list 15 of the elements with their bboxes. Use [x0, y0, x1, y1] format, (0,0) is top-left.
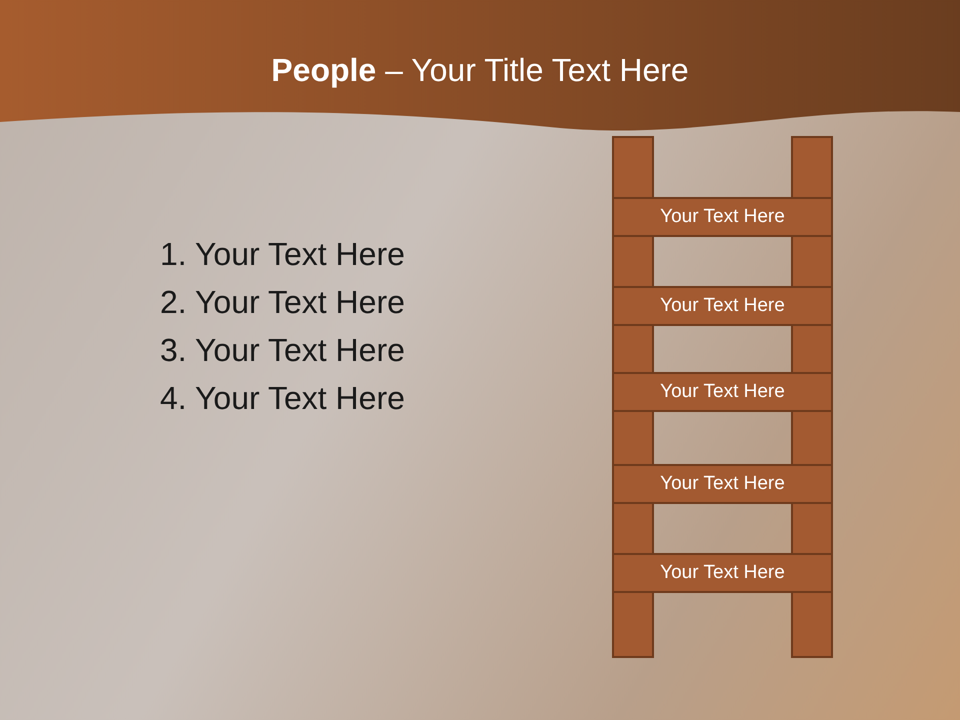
ladder-rung [612, 553, 833, 593]
rung-text: Your Text Here [660, 381, 785, 403]
ladder-rung [612, 286, 833, 326]
list-item: 2. Your Text Here [160, 284, 405, 321]
ladder-rung [612, 197, 833, 237]
rung-text: Your Text Here [660, 562, 785, 584]
list-item: 1. Your Text Here [160, 236, 405, 273]
list-item: 4. Your Text Here [160, 380, 405, 417]
ladder-rung [612, 372, 833, 412]
rung-text: Your Text Here [660, 206, 785, 228]
ladder-rung [612, 464, 833, 504]
slide-title: People – Your Title Text Here [270, 52, 690, 89]
rung-text: Your Text Here [660, 473, 785, 495]
list-item: 3. Your Text Here [160, 332, 405, 369]
rung-text: Your Text Here [660, 295, 785, 317]
